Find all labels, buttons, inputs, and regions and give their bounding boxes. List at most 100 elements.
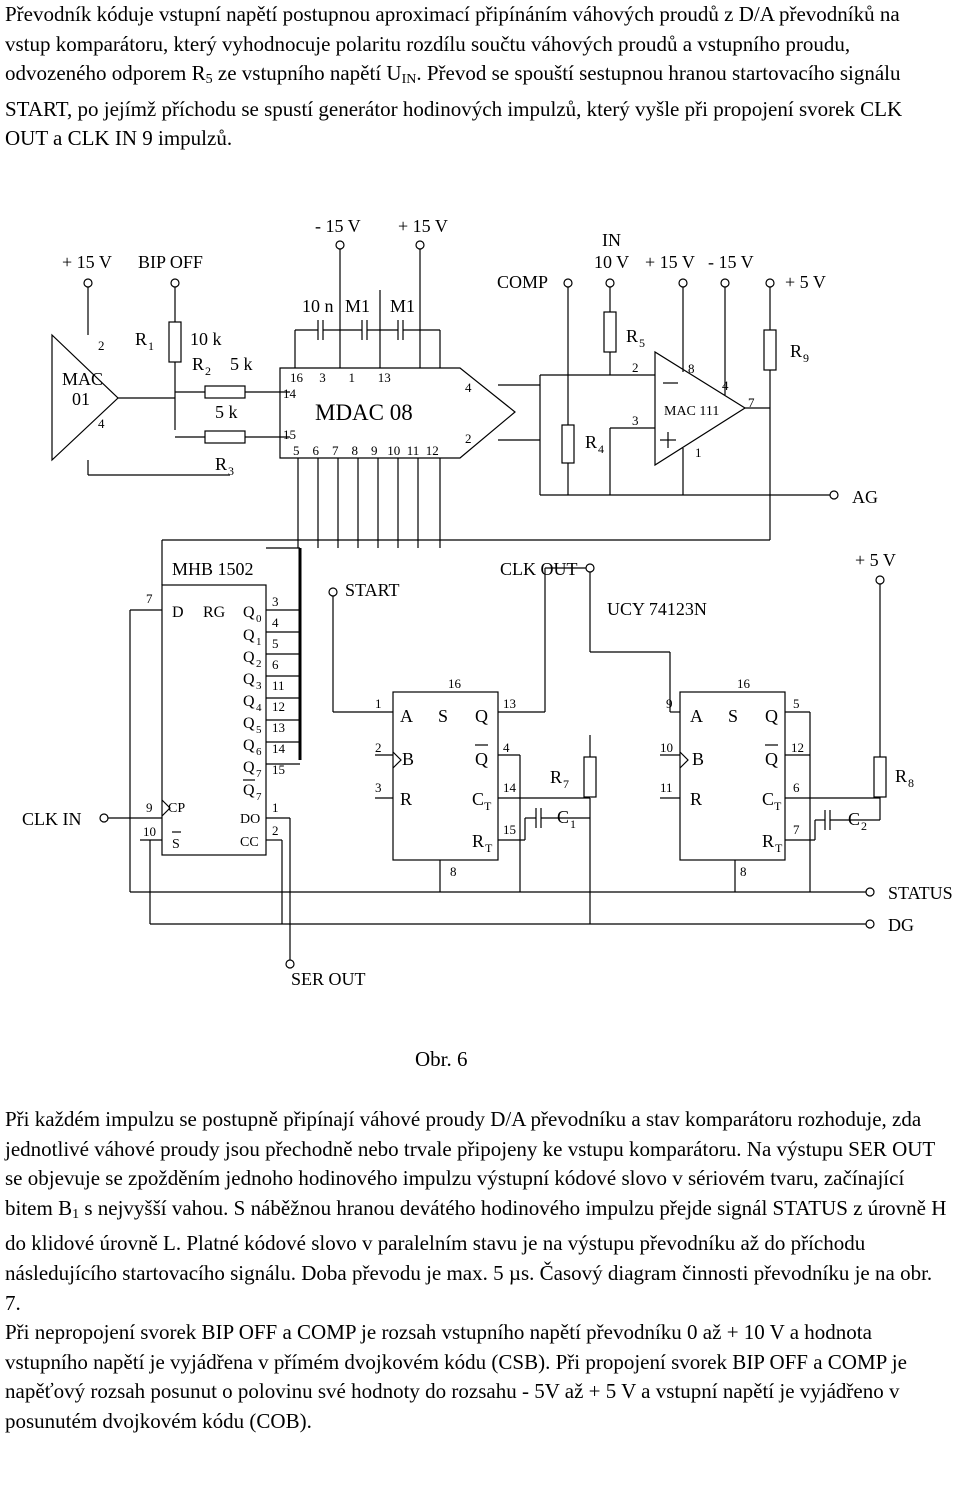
label-in: IN <box>602 230 621 250</box>
pin-label: 14 <box>283 386 297 401</box>
label-mdac-pins-bot: 5 6 7 8 9 10 11 12 <box>293 443 439 458</box>
terminal-plus5-b <box>875 575 885 585</box>
label-ct1: C <box>472 789 484 809</box>
pin-label: 5 <box>793 696 800 711</box>
pin-label: 2 <box>375 740 382 755</box>
label-b1: B <box>402 749 414 769</box>
label-ser-out: SER OUT <box>291 969 366 989</box>
pin-label: 16 <box>448 676 462 691</box>
terminal-minus15-right <box>720 278 730 288</box>
label-plus15: + 15 V <box>398 216 448 236</box>
mac01-amplifier <box>51 333 119 462</box>
label-5k-b: 5 k <box>215 402 238 422</box>
label-b2: B <box>692 749 704 769</box>
pin-label: 13 <box>272 720 285 735</box>
label-r-1: R <box>400 789 412 809</box>
pin-label: 3 <box>272 594 279 609</box>
terminal-plus5 <box>765 278 775 288</box>
label-q1-sub: 1 <box>256 636 262 648</box>
pin-label: 4 <box>465 380 472 395</box>
label-q2-not: Q <box>765 749 778 769</box>
label-r9: R <box>790 341 802 361</box>
clock-triangle <box>161 799 171 817</box>
pin-label: 4 <box>272 615 279 630</box>
terminal-start <box>328 587 338 597</box>
label-plus15-left: + 15 V <box>62 252 112 272</box>
pin-label: 2 <box>98 338 105 353</box>
body-sub-1: 1 <box>72 1206 80 1222</box>
label-ag: AG <box>852 487 878 507</box>
intro-text-2: ze vstupního napětí U <box>212 61 402 86</box>
pin-label: 4 <box>98 416 105 431</box>
label-r3-sub: 3 <box>228 464 234 478</box>
label-mac01-b: 01 <box>72 389 90 409</box>
label-rt2: R <box>762 831 774 851</box>
label-r8-sub: 8 <box>908 776 914 790</box>
pin-label: 5 <box>272 636 279 651</box>
terminal-ser-out <box>285 959 295 969</box>
label-r2-sub: 2 <box>205 364 211 378</box>
intro-sub-2: IN <box>401 72 417 88</box>
pin-label: 10 <box>143 824 156 839</box>
label-a2: A <box>690 706 703 726</box>
body-text-2: s nejvyšší vahou. S náběžnou hranou devá… <box>5 1195 947 1315</box>
pin-label: 11 <box>660 780 673 795</box>
label-q1-out: Q <box>475 706 488 726</box>
label-ct2: C <box>762 789 774 809</box>
pin-label: 16 <box>737 676 751 691</box>
label-r1: R <box>135 329 147 349</box>
label-ct2-sub: T <box>774 799 782 813</box>
label-s1: S <box>438 706 448 726</box>
pin-label: 2 <box>632 360 639 375</box>
pin-label: 1 <box>272 800 279 815</box>
label-plus5: + 5 V <box>785 272 826 292</box>
label-r5-sub: 5 <box>639 336 645 350</box>
pin-label: 11 <box>272 678 285 693</box>
label-r7-sub: 7 <box>563 777 569 791</box>
terminal-clk-out <box>585 563 595 573</box>
terminal-bip-off <box>170 278 180 288</box>
pin-label: 1 <box>375 696 382 711</box>
label-m1-a: M1 <box>345 296 370 316</box>
pin-label: 8 <box>740 864 747 879</box>
resistor-r5 <box>603 311 617 353</box>
label-rt2-sub: T <box>775 841 783 855</box>
label-mdac08: MDAC 08 <box>315 400 413 425</box>
terminal-status <box>865 887 875 897</box>
terminal-plus15-left <box>83 278 93 288</box>
label-q0-sub: 0 <box>256 613 262 625</box>
terminal-in <box>605 278 615 288</box>
circuit-schematic: MAC 01 2 4 + 15 V BIP OFF R 1 10 k R 2 5… <box>22 216 953 989</box>
pin-label: 15 <box>272 762 285 777</box>
label-in-10v: 10 V <box>594 252 629 272</box>
mono1-pins: 1 2 3 16 13 4 14 15 8 <box>375 676 517 879</box>
resistor-r8 <box>873 756 887 798</box>
label-q1-not: Q <box>475 749 488 769</box>
label-dg: DG <box>888 915 914 935</box>
label-cc: CC <box>240 835 259 850</box>
pin-label: 7 <box>793 822 800 837</box>
label-q7-not-sub: 7 <box>256 791 262 803</box>
label-m1-b: M1 <box>390 296 415 316</box>
pin-label: 3 <box>375 780 382 795</box>
monoflop-2 <box>679 691 786 861</box>
resistor-r1 <box>168 321 182 363</box>
pin-label: 15 <box>503 822 516 837</box>
pin-label: 2 <box>465 431 472 446</box>
label-c1-sub: 1 <box>570 817 576 831</box>
label-10k: 10 k <box>190 329 222 349</box>
label-status: STATUS <box>888 883 953 903</box>
resistor-r9 <box>763 329 777 371</box>
label-r-2: R <box>690 789 702 809</box>
intro-text-1: Převodník kóduje vstupní napětí postupno… <box>5 2 900 86</box>
pin-label: 14 <box>272 741 286 756</box>
terminal-ag <box>829 490 839 500</box>
label-r3: R <box>215 454 227 474</box>
label-ucy74123n: UCY 74123N <box>607 599 707 619</box>
label-mdac-pins-top: 16 3 1 13 <box>290 370 391 385</box>
label-q6: Q <box>243 737 255 754</box>
terminal-dg <box>865 919 875 929</box>
label-r2: R <box>192 354 204 374</box>
terminal-plus15-right <box>678 278 688 288</box>
figure-caption: Obr. 6 <box>415 1047 468 1071</box>
